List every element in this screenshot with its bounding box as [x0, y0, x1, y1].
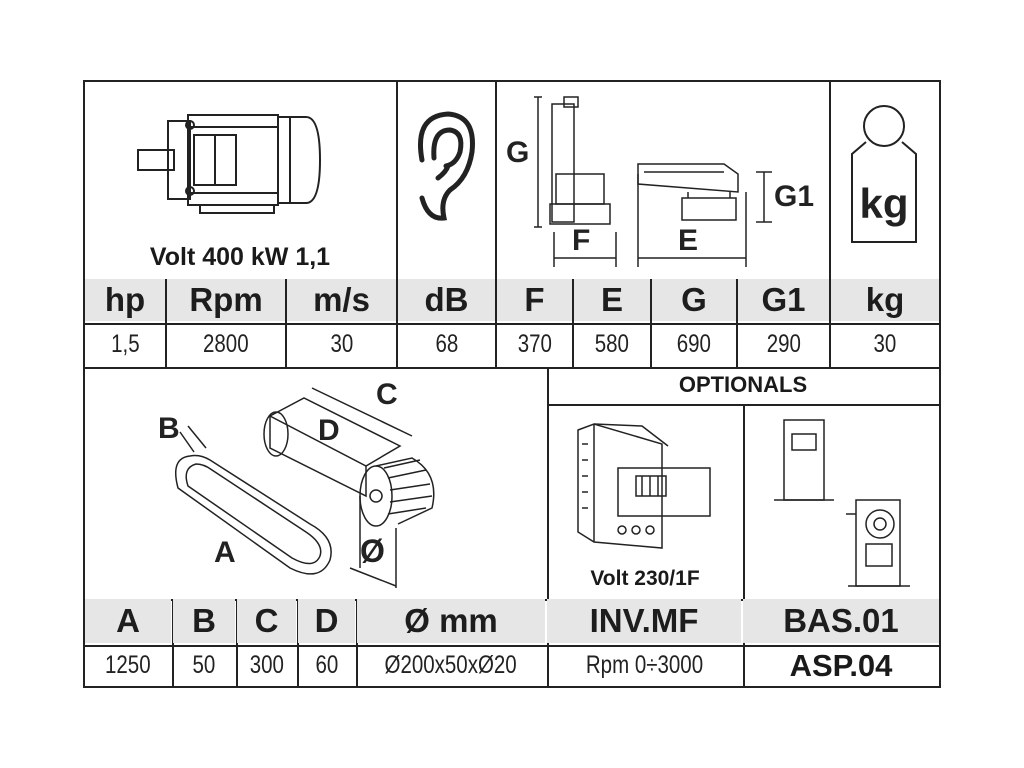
- spec-value-e: 580: [594, 329, 630, 358]
- spec-value-rpm: 2800: [203, 329, 249, 358]
- spec-header-rpm: Rpm: [167, 279, 285, 321]
- optionals-title: OPTIONALS: [678, 372, 808, 397]
- belt-diagram: B C D A Ø: [158, 378, 435, 588]
- belt-label-d: D: [318, 414, 340, 447]
- dim-label-g: G: [506, 136, 529, 169]
- belt-header-d: D: [298, 599, 355, 643]
- belt-value-d: 60: [315, 651, 338, 679]
- belt-header-a: A: [85, 599, 171, 643]
- belt-value-diameter: Ø200x50xØ20: [384, 651, 518, 679]
- spec-sheet: [83, 80, 941, 688]
- spec-header-g1: G1: [738, 279, 829, 321]
- spec-value-hp: 1,5: [110, 329, 140, 358]
- inverter-rpm-range: Rpm 0÷3000: [585, 651, 703, 679]
- optional-code-asp: ASP.04: [789, 647, 893, 683]
- spec-header-g: G: [652, 279, 736, 321]
- dim-label-e: E: [678, 224, 698, 257]
- spec-value-ms: 30: [330, 329, 353, 358]
- belt-label-b: B: [158, 412, 180, 445]
- optional-header-base: BAS.01: [743, 599, 939, 643]
- optional-header-inverter: INV.MF: [547, 599, 741, 643]
- belt-header-diameter: Ø mm: [357, 599, 545, 643]
- dim-label-g1: G1: [774, 180, 814, 213]
- motor-caption: Volt 400 kW 1,1: [149, 242, 331, 271]
- belt-value-c: 300: [249, 651, 284, 679]
- inverter-caption: Volt 230/1F: [590, 567, 700, 590]
- belt-label-c: C: [376, 378, 398, 411]
- belt-header-b: B: [173, 599, 235, 643]
- spec-value-g1: 290: [766, 329, 801, 358]
- spec-value-kg: 30: [873, 329, 897, 358]
- belt-value-a: 1250: [105, 651, 151, 679]
- motor-icon: [137, 114, 322, 214]
- spec-value-f: 370: [517, 329, 552, 358]
- belt-header-c: C: [237, 599, 296, 643]
- inverter-icon: [577, 423, 711, 549]
- dimensions-diagram: G F E G1: [506, 96, 814, 267]
- ear-icon: [418, 111, 475, 221]
- belt-label-a: A: [214, 536, 236, 569]
- belt-label-diameter: Ø: [360, 533, 385, 569]
- spec-header-hp: hp: [85, 279, 165, 321]
- belt-value-b: 50: [192, 651, 216, 679]
- spec-header-e: E: [574, 279, 650, 321]
- weight-label: kg: [859, 180, 908, 227]
- weight-icon: kg: [851, 105, 917, 243]
- spec-header-kg: kg: [831, 279, 939, 321]
- spec-value-g: 690: [676, 329, 712, 358]
- spec-header-db: dB: [398, 279, 495, 321]
- spec-header-f: F: [497, 279, 572, 321]
- spec-value-db: 68: [435, 329, 458, 358]
- spec-header-ms: m/s: [287, 279, 396, 321]
- dim-label-f: F: [572, 224, 590, 257]
- base-stand-icon: [774, 419, 910, 587]
